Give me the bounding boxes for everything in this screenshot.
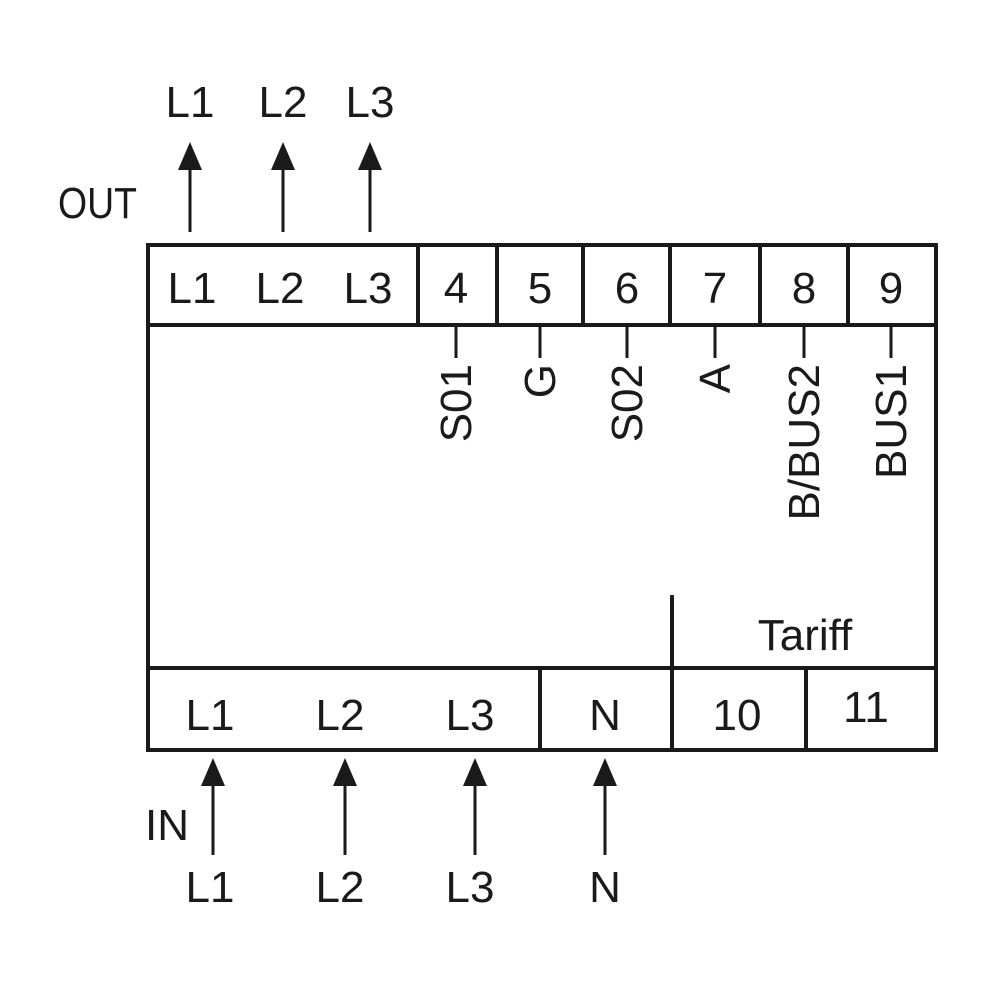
in-l1-label: L1: [186, 863, 235, 912]
terminal-7: 7: [703, 264, 727, 313]
in-arrow-l3: [463, 758, 487, 855]
terminal-9: 9: [879, 264, 903, 313]
in-l3-label: L3: [446, 863, 495, 912]
out-section: OUT L1 L2 L3: [58, 78, 394, 232]
out-arrow-l3: [358, 142, 382, 232]
signal-b-bus2: B/BUS2: [780, 364, 829, 521]
in-arrow-l1: [201, 758, 225, 855]
out-l3-label: L3: [346, 78, 395, 127]
signal-bus1: BUS1: [867, 364, 916, 479]
out-l2-label: L2: [259, 78, 308, 127]
out-label: OUT: [58, 178, 137, 228]
out-l1-label: L1: [166, 78, 215, 127]
terminal-l3-out: L3: [344, 264, 393, 313]
out-arrow-l2: [271, 142, 295, 232]
in-arrow-l2: [333, 758, 357, 855]
tariff-section: Tariff 10 11: [713, 611, 889, 740]
out-arrow-l1: [178, 142, 202, 232]
terminal-l3-in: L3: [446, 691, 495, 740]
bottom-terminal-row: L1 L2 L3 N: [186, 691, 621, 740]
signal-s01: S01: [432, 364, 481, 442]
terminal-8: 8: [792, 264, 816, 313]
in-section: IN L1 L2 L3 N: [145, 758, 621, 912]
terminal-5: 5: [528, 264, 552, 313]
signal-labels: S01 G S02 A B/BUS2 BUS1: [432, 325, 916, 521]
terminal-l2-in: L2: [316, 691, 365, 740]
signal-a: A: [691, 363, 740, 393]
in-n-label: N: [589, 863, 621, 912]
in-arrow-n: [593, 758, 617, 855]
terminal-11: 11: [843, 683, 889, 732]
in-l2-label: L2: [316, 863, 365, 912]
terminal-n-in: N: [589, 691, 621, 740]
terminal-10: 10: [713, 691, 762, 740]
terminal-l1-out: L1: [168, 264, 217, 313]
tariff-label: Tariff: [758, 611, 853, 660]
terminal-l2-out: L2: [256, 264, 305, 313]
terminal-4: 4: [444, 264, 468, 313]
signal-g: G: [516, 364, 565, 398]
terminal-l1-in: L1: [186, 691, 235, 740]
signal-s02: S02: [603, 364, 652, 442]
top-terminal-row: L1 L2 L3 4 5 6 7 8 9: [168, 264, 904, 313]
terminal-6: 6: [615, 264, 639, 313]
in-label: IN: [145, 801, 189, 850]
